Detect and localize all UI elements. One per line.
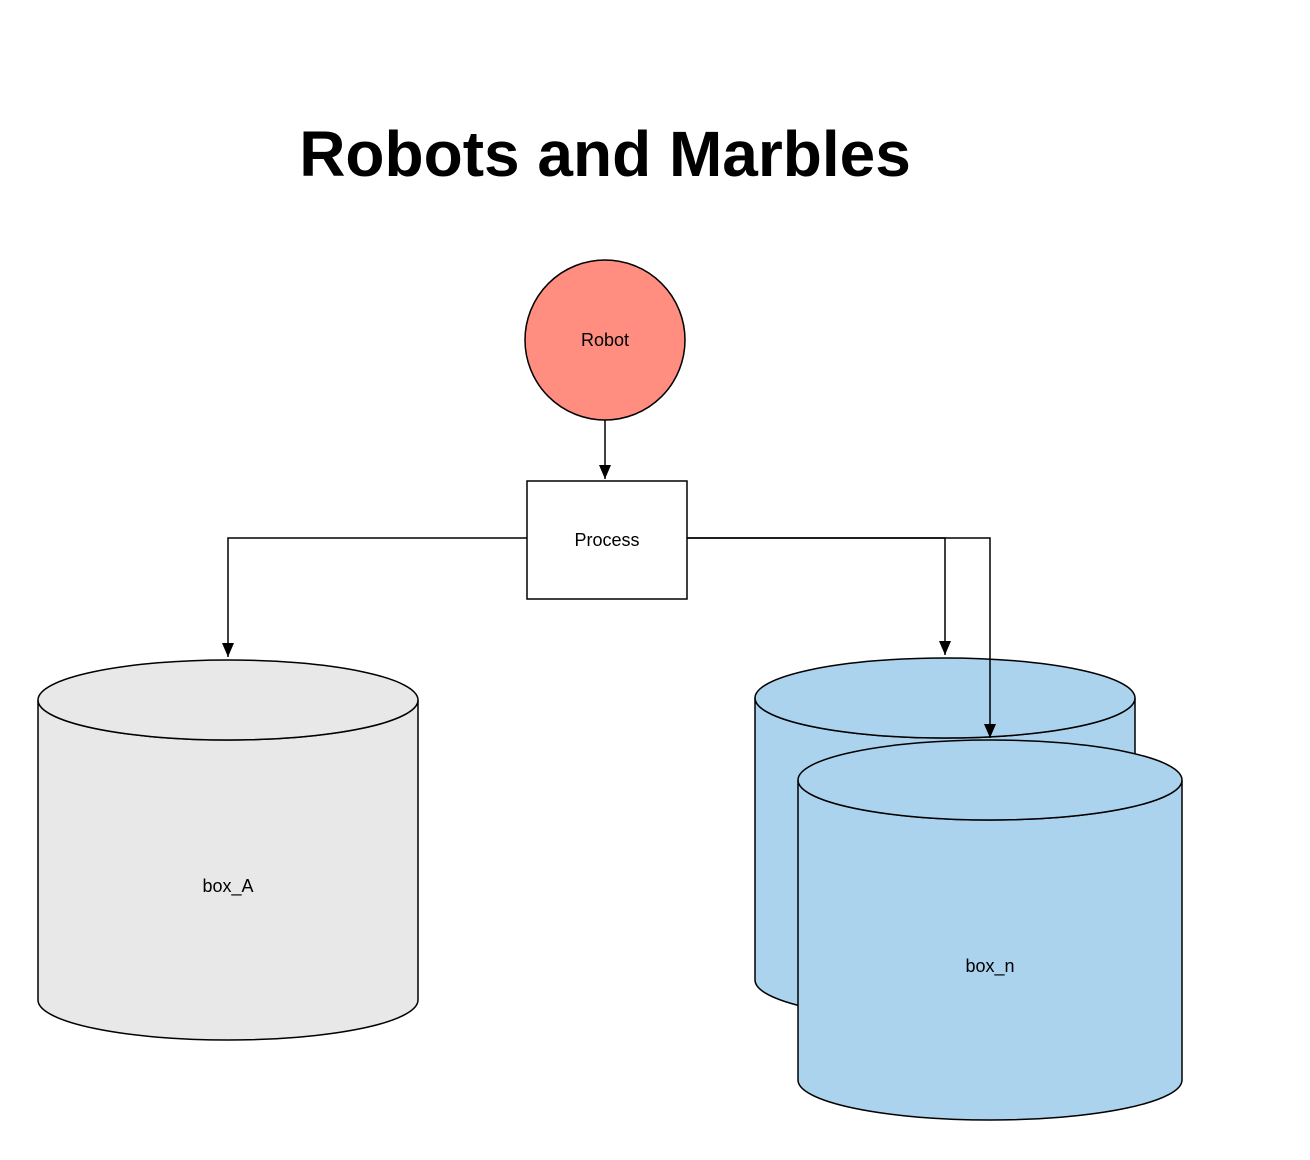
edge-process-to-box-n-back (687, 537, 951, 655)
box-n-label: box_n (965, 956, 1014, 977)
box-a-label: box_A (202, 876, 253, 897)
box-a-cylinder-body (37, 699, 419, 1041)
node-box-n: box_n (797, 739, 1183, 1121)
process-label: Process (574, 530, 639, 550)
box-n-cylinder-body (797, 779, 1183, 1121)
node-robot: Robot (524, 259, 686, 421)
edges (222, 420, 996, 738)
diagram-title: Robots and Marbles (299, 118, 911, 190)
edge-process-to-box-n-front (687, 537, 996, 738)
box-n-back-cylinder-top (754, 657, 1136, 739)
node-box-a: box_A (37, 659, 419, 1041)
box-a-cylinder-top (37, 659, 419, 741)
process-rectangle (526, 480, 688, 600)
edge-process-to-box-a (222, 537, 527, 657)
robot-label: Robot (581, 330, 629, 350)
box-n-cylinder-top (797, 739, 1183, 821)
node-process: Process (526, 480, 688, 600)
robot-circle (524, 259, 686, 421)
